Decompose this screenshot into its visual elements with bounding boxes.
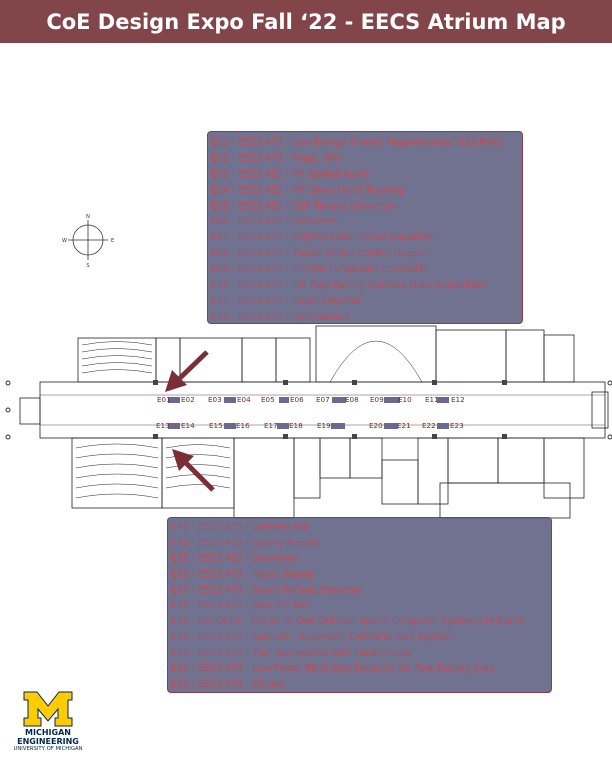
booth-label-e10: E10 bbox=[398, 395, 412, 404]
legend-item: E18 - EECS 473 - Java the Bot bbox=[171, 600, 309, 612]
booth-label-e11: E11 bbox=[425, 395, 439, 404]
booth-label-e04: E04 bbox=[237, 395, 251, 404]
compass-icon bbox=[68, 220, 108, 260]
booth-markers-row2 bbox=[168, 423, 449, 429]
legend-item: E23 - EECS 473 - EBrake bbox=[171, 678, 285, 690]
compass-north-label: N bbox=[86, 214, 90, 220]
legend-item: E04 - EECS 452 - VR Glove Hand Tracking bbox=[211, 184, 404, 196]
legend-item: E12 - EECS 473 - Hydroponics bbox=[211, 311, 350, 323]
legend-item: E13 - EECS 473 - Delivery Bot bbox=[171, 522, 310, 533]
booth-label-e08: E08 bbox=[345, 395, 359, 404]
legend-item: E19 - EECS473 - The All-in-One Outdoor S… bbox=[171, 616, 524, 628]
legend-item: E08 - EECS 473 - Thrust Vector Control H… bbox=[211, 248, 428, 260]
booth-label-e02: E02 bbox=[181, 395, 195, 404]
booth-label-e01: E01 bbox=[157, 395, 171, 404]
legend-item: E14 - EECS 452 - Spidey-Senses bbox=[171, 537, 320, 549]
booth-label-e23: E23 bbox=[450, 421, 464, 430]
legend-item: E07 - EECS 473 - Jellyfish Labs: Smart A… bbox=[211, 232, 435, 244]
compass-south-label: S bbox=[86, 263, 89, 269]
page-title-banner: CoE Design Expo Fall ‘22 - EECS Atrium M… bbox=[0, 0, 612, 43]
legend-item: E09 - EECS 473 - Electric Longboard Cont… bbox=[211, 264, 428, 276]
legend-item: E21 - EECS 473 - The "Automated Arb" Gre… bbox=[171, 647, 411, 659]
booth-label-e19: E19 bbox=[317, 421, 331, 430]
booth-label-e20: E20 bbox=[369, 421, 383, 430]
booth-label-e14: E14 bbox=[181, 421, 195, 430]
legend-item: E03 - EECS 452 - VR Spatial Audio bbox=[211, 168, 370, 180]
booth-label-e22: E22 bbox=[422, 421, 436, 430]
booth-label-e06: E06 bbox=[290, 395, 304, 404]
legend-item: E22 - EECS 473 - Low-Power Blind Spot De… bbox=[171, 663, 495, 675]
logo-line-engineering: ENGINEERING bbox=[17, 737, 79, 746]
logo-line-michigan: MICHIGAN bbox=[25, 728, 71, 737]
booth-label-e09: E09 bbox=[370, 395, 384, 404]
legend-item: E17 - EECS 473 - Smart Pothole Detector bbox=[171, 584, 362, 596]
booth-label-e15: E15 bbox=[209, 421, 223, 430]
legend-item: E05 - EECS 452 - DSP Timbre Converter bbox=[211, 200, 396, 212]
columns bbox=[5, 380, 612, 440]
booth-label-e13: E13 bbox=[156, 421, 170, 430]
page-title: CoE Design Expo Fall ‘22 - EECS Atrium M… bbox=[46, 9, 566, 34]
booth-label-e03: E03 bbox=[208, 395, 222, 404]
booth-label-e17: E17 bbox=[264, 421, 278, 430]
booth-label-e18: E18 bbox=[289, 421, 303, 430]
legend-item: E02 - EECS 473 - Magic Wifi bbox=[211, 152, 340, 164]
arrow-to-e01-icon bbox=[165, 350, 209, 392]
legend-item: E16 - EECS 473 - Haptic Hands bbox=[171, 569, 315, 581]
booth-label-e16: E16 bbox=[236, 421, 250, 430]
booth-label-e12: E12 bbox=[451, 395, 465, 404]
booth-legend-bottom: E13 - EECS 473 - Delivery Bot E14 - EECS… bbox=[167, 517, 552, 693]
michigan-engineering-logo: MICHIGAN ENGINEERING UNIVERSITY OF MICHI… bbox=[8, 690, 88, 770]
booth-label-e05: E05 bbox=[261, 395, 275, 404]
legend-item: E11 - EECS 473 - Ukulele Master bbox=[211, 295, 362, 307]
booth-legend-top: E01 - EECS 473 - Low Energy Ground Magne… bbox=[207, 131, 523, 324]
legend-item: E01 - EECS 473 - Low Energy Ground Magne… bbox=[211, 137, 505, 148]
booth-label-e21: E21 bbox=[397, 421, 411, 430]
booth-markers-row1 bbox=[168, 397, 449, 403]
compass-west-label: W bbox=[62, 238, 67, 244]
legend-item: E10 - EECS 473 - UM Baja Racing Wireless… bbox=[211, 280, 486, 292]
compass-east-label: E bbox=[111, 238, 114, 244]
legend-item: E06 - EECS 452 - VibComm bbox=[211, 216, 338, 228]
arrow-to-e13-icon bbox=[172, 449, 215, 492]
legend-item: E15 - EECS 452 - Geomixer bbox=[171, 553, 298, 565]
building-floor-plan bbox=[19, 325, 609, 519]
logo-line-university: UNIVERSITY OF MICHIGAN bbox=[13, 746, 83, 752]
booth-label-e07: E07 bbox=[316, 395, 330, 404]
block-m-icon bbox=[23, 691, 73, 727]
legend-item: E20 - EECS 473 - QuiCafe - Automatic Caf… bbox=[171, 631, 453, 643]
